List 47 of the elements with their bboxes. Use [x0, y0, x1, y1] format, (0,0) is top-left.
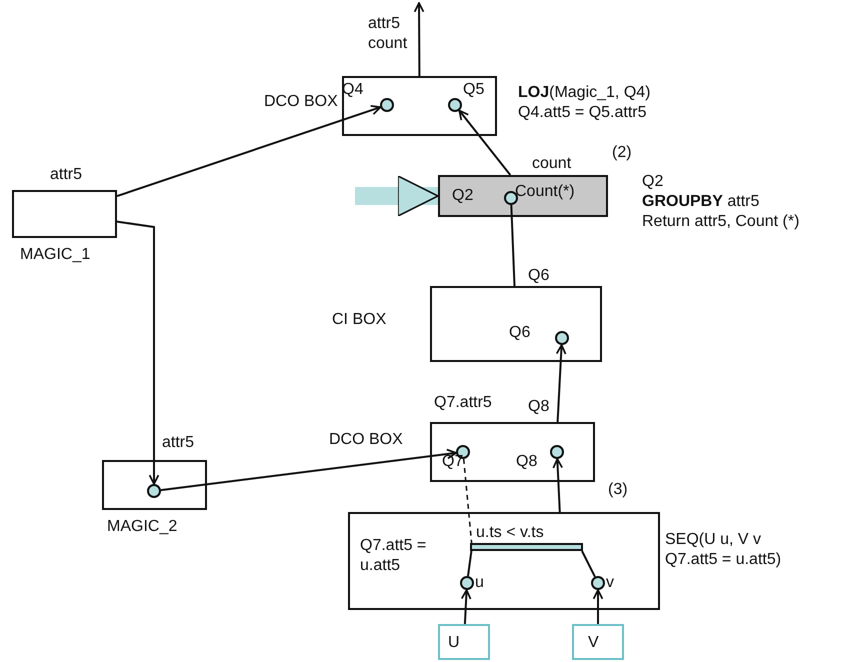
stream-box — [572, 624, 624, 660]
port-label: u.ts < v.ts — [476, 523, 544, 543]
annotation-text: Q7.att5 = u.att5) — [665, 550, 782, 570]
annotation-text: GROUPBY attr5 — [642, 192, 760, 212]
annotation-text: (2) — [612, 143, 632, 163]
box-label: attr5 — [162, 433, 194, 453]
arrow — [460, 589, 472, 624]
groupby-box — [438, 175, 608, 217]
box-label: V — [588, 633, 599, 653]
port-label: u — [475, 573, 484, 593]
box-label: MAGIC_2 — [107, 517, 178, 537]
arrow — [458, 110, 512, 176]
arrow — [592, 589, 604, 624]
stream-box — [438, 624, 490, 660]
annotation-text: Return attr5, Count (*) — [642, 212, 800, 232]
edge-label: Q8 — [528, 397, 550, 417]
port-label: Q8 — [516, 452, 538, 472]
edge-label: count — [532, 154, 572, 174]
port-circle — [147, 484, 161, 498]
arrow — [414, 2, 424, 76]
box-label: MAGIC_1 — [20, 245, 90, 265]
port-label: Q6 — [509, 323, 530, 343]
box-label: Q7.att5 = u.att5 — [360, 536, 428, 576]
port-label: Q5 — [463, 80, 484, 100]
arrow — [556, 344, 566, 422]
arrow — [552, 458, 563, 512]
box-label: Q2 — [452, 186, 474, 206]
annotation-text: LOJ(Magic_1, Q4) — [518, 83, 650, 103]
block-arrow — [355, 175, 439, 217]
box-label: U — [448, 633, 460, 653]
arrow — [116, 220, 160, 485]
edge-label: attr5 count — [368, 14, 408, 54]
box-label: attr5 — [50, 165, 82, 185]
annotation-text: Q7.attr5 — [434, 393, 492, 413]
annotation-text: Q4.att5 = Q5.attr5 — [518, 103, 647, 123]
port-label: Count(*) — [515, 182, 575, 202]
annotation-text: SEQ(U u, V v — [665, 530, 762, 550]
box-label: CI BOX — [332, 310, 386, 330]
arrow — [116, 104, 382, 198]
arrow — [160, 448, 457, 492]
box-label: DCO BOX — [264, 92, 338, 112]
edge-label: Q6 — [528, 266, 550, 286]
box-label: DCO BOX — [329, 430, 403, 450]
annotation-text: (3) — [608, 480, 628, 500]
port-label: v — [606, 573, 614, 593]
operator-box — [348, 512, 660, 610]
annotation-text: Q2 — [642, 172, 664, 192]
